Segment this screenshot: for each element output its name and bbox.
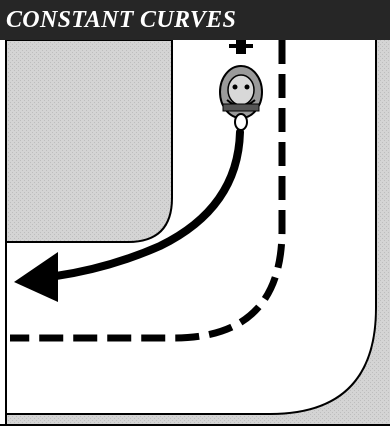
inner-curb-block xyxy=(6,40,172,242)
title-bar: CONSTANT CURVES xyxy=(0,0,390,40)
figure-title: CONSTANT CURVES xyxy=(6,7,236,34)
road-diagram xyxy=(0,40,390,426)
